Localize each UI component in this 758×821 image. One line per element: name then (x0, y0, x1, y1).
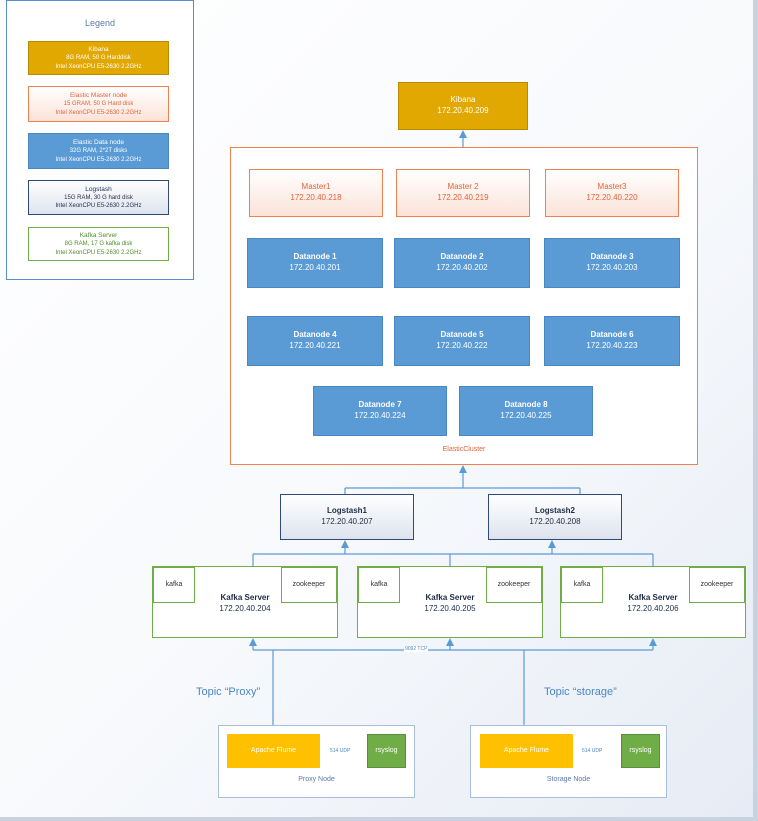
master-node-2: Master 2 172.20.40.219 (396, 169, 530, 217)
datanode-7: Datanode 7 172.20.40.224 (313, 386, 447, 436)
proxy-node-label: Proxy Node (298, 776, 335, 783)
legend-elastic-master: Elastic Master node 15 GRAM, 50 G Hard d… (28, 86, 169, 122)
kafka-1-kafka-box: kafka (153, 567, 195, 603)
kafka-2-kafka-box: kafka (358, 567, 400, 603)
storage-node-label: Storage Node (546, 776, 591, 783)
kafka-3-kafka-box: kafka (561, 567, 603, 603)
kibana-box: Kibana 172.20.40.209 (398, 82, 528, 130)
kafka-2-label: Kafka Server 172.20.40.205 (424, 593, 476, 613)
kafka-1-label: Kafka Server 172.20.40.204 (219, 593, 271, 613)
datanode-1: Datanode 1 172.20.40.201 (247, 238, 383, 288)
datanode-3: Datanode 3 172.20.40.203 (544, 238, 680, 288)
datanode-6: Datanode 6 172.20.40.223 (544, 316, 680, 366)
legend-panel: Legend Kibana 8G RAM, 50 G Harddisk Inte… (6, 0, 194, 280)
kafka-server-1: kafka zookeeper Kafka Server 172.20.40.2… (152, 566, 338, 638)
datanode-5: Datanode 5 172.20.40.222 (394, 316, 530, 366)
topic-storage-label: Topic “storage” (544, 686, 617, 698)
datanode-8: Datanode 8 172.20.40.225 (459, 386, 593, 436)
datanode-2: Datanode 2 172.20.40.202 (394, 238, 530, 288)
logstash-2: Logstash2 172.20.40.208 (488, 494, 622, 540)
master-node-3: Master3 172.20.40.220 (545, 169, 679, 217)
master-node-1: Master1 172.20.40.218 (249, 169, 383, 217)
legend-title: Legend (84, 18, 116, 28)
storage-node-frame: Apache Flume rsyslog 514 UDP Storage Nod… (470, 725, 667, 798)
kafka-server-2: kafka zookeeper Kafka Server 172.20.40.2… (357, 566, 543, 638)
proxy-apache-flume: Apache Flume (227, 734, 320, 768)
kafka-2-zookeeper-box: zookeeper (486, 567, 542, 603)
storage-port-label: 514 UDP (581, 748, 604, 754)
datanode-4: Datanode 4 172.20.40.221 (247, 316, 383, 366)
logstash-1: Logstash1 172.20.40.207 (280, 494, 414, 540)
legend-elastic-data: Elastic Data node 32G RAM, 2*2T disks In… (28, 133, 169, 169)
legend-logstash: Logstash 15G RAM, 30 G hard disk Intel X… (28, 180, 169, 215)
kafka-port-label: 9092 TCP (404, 646, 429, 652)
legend-kibana: Kibana 8G RAM, 50 G Harddisk Intel XeonC… (28, 41, 169, 75)
storage-apache-flume: Apache Flume (480, 734, 573, 768)
legend-kafka: Kafka Server 8G RAM, 17 G kafka disk Int… (28, 227, 169, 261)
cluster-label: ElasticCluster (442, 446, 486, 453)
kafka-server-3: kafka zookeeper Kafka Server 172.20.40.2… (560, 566, 746, 638)
kafka-3-zookeeper-box: zookeeper (689, 567, 745, 603)
proxy-port-label: 514 UDP (329, 748, 352, 754)
proxy-rsyslog: rsyslog (367, 734, 406, 768)
topic-proxy-label: Topic “Proxy” (196, 686, 261, 698)
storage-rsyslog: rsyslog (621, 734, 660, 768)
kafka-1-zookeeper-box: zookeeper (281, 567, 337, 603)
kafka-3-label: Kafka Server 172.20.40.206 (627, 593, 679, 613)
proxy-node-frame: Apache Flume rsyslog 514 UDP Proxy Node (218, 725, 415, 798)
